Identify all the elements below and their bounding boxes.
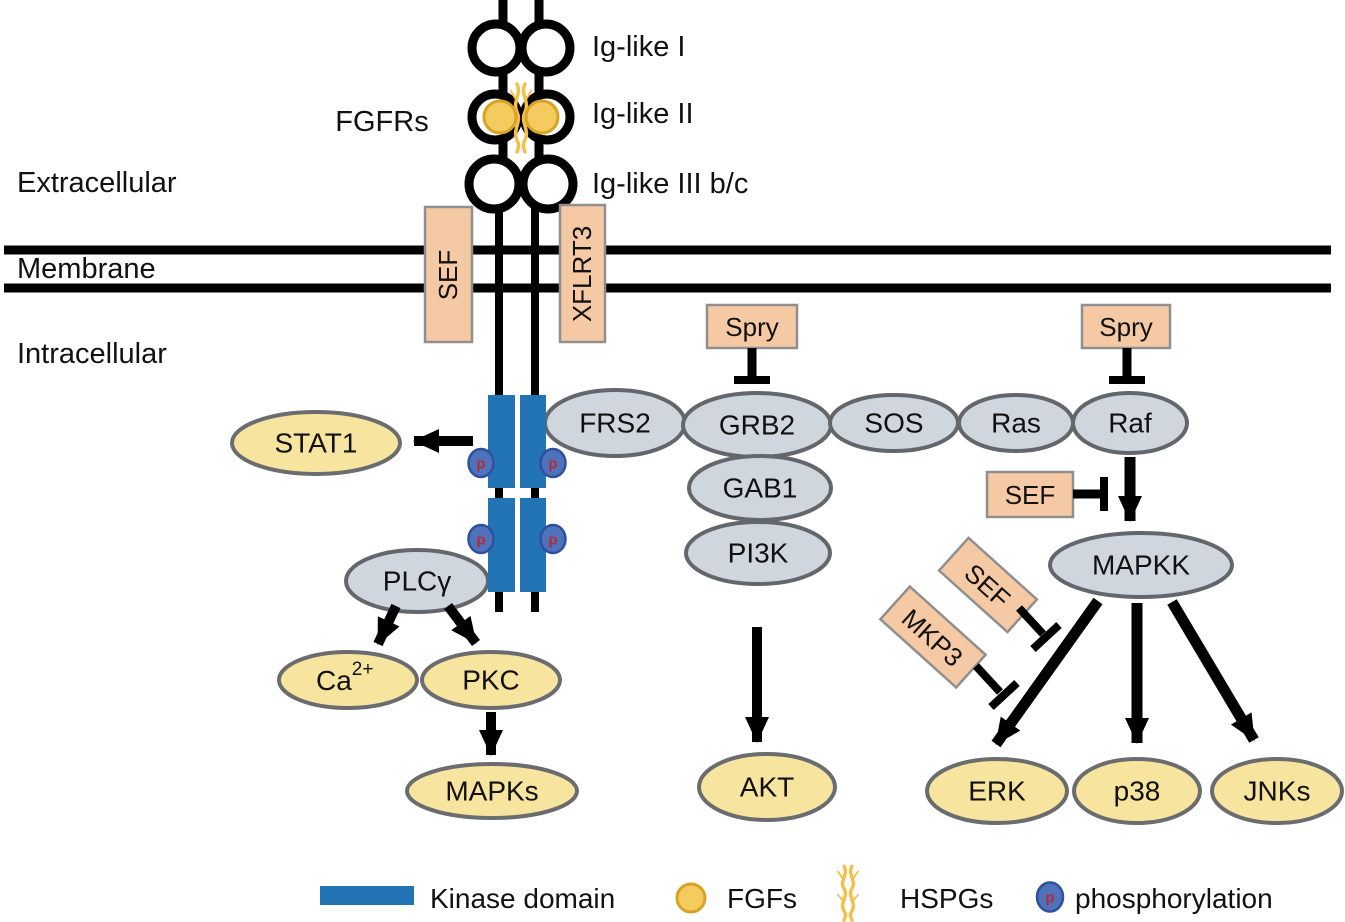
node-ca — [277, 650, 419, 710]
yellow-nodes: STAT1 Ca2+ PKC MAPKs AKT ERK p38 JNKs — [230, 410, 1344, 825]
node-stat1 — [230, 410, 402, 476]
sef-mapkk-box: SEF — [937, 536, 1039, 634]
node-mapkk-label: MAPKK — [1092, 550, 1190, 581]
gray-nodes: FRS2 GRB2 GAB1 PI3K SOS Ras Raf MAPKK PL… — [344, 388, 1234, 614]
tbar-sef-mapkk-stem — [1016, 605, 1046, 637]
fgf-ligand-left — [482, 99, 518, 135]
tbar-mkp3-stem — [973, 663, 1003, 695]
xflrt3-box: XFLRT3 — [558, 203, 607, 344]
phospho-circle-4 — [539, 523, 567, 555]
arrow-plc-to-ca — [373, 603, 401, 647]
fgfrs-label: FGFRs — [335, 106, 428, 138]
node-pkc — [420, 650, 562, 710]
phospho-circle-3 — [467, 523, 495, 555]
phospho-p-3: p — [476, 532, 485, 549]
sef-membrane-box: SEF — [423, 205, 474, 344]
sef-membrane-label: SEF — [433, 250, 463, 301]
diagram-labels: FGFRs Ig-like I Ig-like II Ig-like III b… — [17, 31, 748, 370]
node-erk — [925, 757, 1069, 825]
kinase-domain-upper-left — [488, 395, 515, 488]
node-stat1-label: STAT1 — [275, 428, 358, 459]
sef-raf-box: SEF — [985, 470, 1108, 519]
arrow-mapkk-to-jnks — [1167, 599, 1259, 743]
node-gab1 — [687, 454, 833, 522]
node-pkc-label: PKC — [462, 665, 520, 696]
node-sos-label: SOS — [864, 408, 923, 439]
membrane-label: Membrane — [17, 253, 156, 285]
ig-like-2-label: Ig-like II — [592, 98, 694, 130]
node-p38 — [1072, 757, 1202, 825]
kinase-domain-upper-right — [520, 395, 546, 488]
spry-grb2-box: Spry — [705, 303, 799, 384]
phospho-p-4: p — [548, 532, 557, 549]
fgf-ligand-right — [524, 99, 560, 135]
node-raf — [1071, 391, 1189, 455]
legend-fgfs-label: FGFs — [727, 883, 797, 914]
node-gab1-label: GAB1 — [723, 473, 798, 504]
node-ca-label: Ca2+ — [316, 659, 373, 696]
legend-phospho-p: p — [1045, 890, 1054, 907]
ig3-loop-left — [464, 154, 524, 214]
node-jnks-label: JNKs — [1244, 776, 1311, 807]
phospho-circle-2 — [539, 447, 567, 479]
activation-arrows — [373, 429, 1259, 756]
inhibitors: Spry Spry SEF SEF MKP3 — [705, 303, 1172, 710]
ig-like-3-label: Ig-like III b/c — [592, 168, 748, 200]
arrow-mapkk-to-erk — [991, 597, 1103, 748]
ig1-loop-right — [517, 19, 575, 77]
node-p38-label: p38 — [1114, 776, 1161, 807]
legend-fgf-icon — [675, 882, 707, 914]
node-pi3k-label: PI3K — [728, 538, 789, 569]
xflrt3-label: XFLRT3 — [567, 226, 597, 322]
legend-phospho-icon — [1035, 881, 1065, 913]
node-mapks-label: MAPKs — [445, 776, 538, 807]
ig3-loop-right — [518, 154, 578, 214]
node-mapkk — [1048, 531, 1234, 599]
intracellular-label: Intracellular — [17, 338, 167, 370]
spry-raf-label: Spry — [1099, 312, 1152, 342]
node-pi3k — [684, 520, 832, 586]
sef-raf-label: SEF — [1005, 480, 1056, 510]
legend: Kinase domain FGFs HSPGs p phosphorylati… — [320, 864, 1273, 922]
node-raf-label: Raf — [1108, 408, 1152, 439]
kinase-domains — [488, 395, 546, 592]
spry-raf-box: Spry — [1080, 303, 1172, 384]
node-plc-gamma-label: PLCγ — [383, 566, 451, 597]
node-akt — [697, 752, 837, 822]
phospho-p-1: p — [476, 456, 485, 473]
node-grb2-label: GRB2 — [719, 410, 795, 441]
phospho-circle-1 — [467, 447, 495, 479]
legend-kinase-swatch — [320, 886, 414, 905]
tbar-mkp3-cap — [988, 680, 1020, 710]
phosphorylation-sites: p p p p — [467, 447, 567, 555]
arrow-plc-to-pkc — [444, 602, 480, 647]
legend-phosphorylation-label: phosphorylation — [1075, 883, 1273, 914]
legend-kinase-label: Kinase domain — [430, 883, 615, 914]
legend-hspg-icon — [836, 864, 860, 922]
node-frs2-label: FRS2 — [579, 408, 651, 439]
node-ras-label: Ras — [991, 408, 1041, 439]
node-mapks — [405, 762, 579, 820]
extracellular-label: Extracellular — [17, 167, 177, 199]
mkp3-box: MKP3 — [878, 584, 988, 690]
legend-hspgs-label: HSPGs — [900, 883, 993, 914]
node-erk-label: ERK — [968, 776, 1026, 807]
ig-like-1-label: Ig-like I — [592, 31, 685, 63]
node-jnks — [1210, 757, 1344, 825]
fgfr-receptor — [464, 0, 578, 612]
node-akt-label: AKT — [740, 772, 794, 803]
tbar-sef-mapkk-cap — [1030, 622, 1062, 652]
ig1-loop-left — [467, 19, 525, 77]
spry-grb2-label: Spry — [725, 312, 778, 342]
phospho-p-2: p — [548, 456, 557, 473]
